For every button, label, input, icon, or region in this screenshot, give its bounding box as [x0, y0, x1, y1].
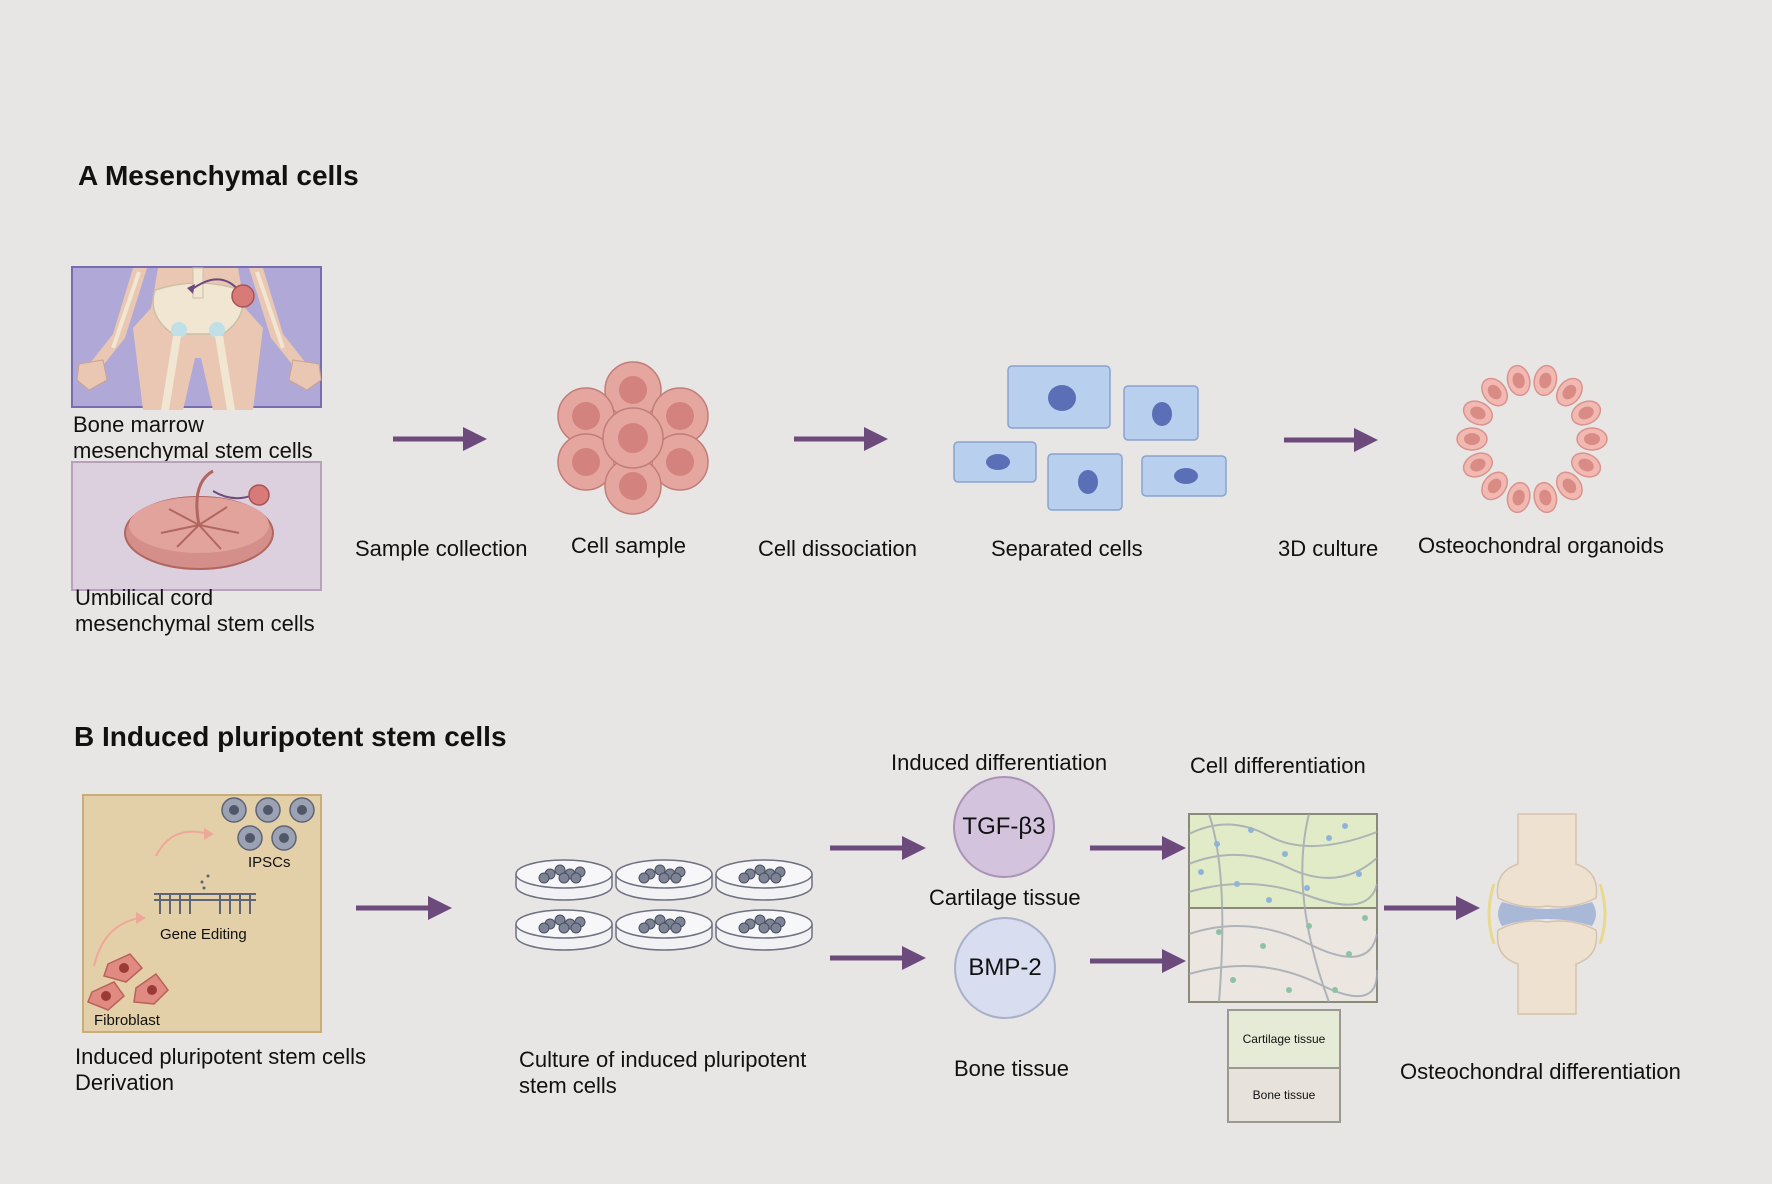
umbilical-label-line2: mesenchymal stem cells — [75, 611, 315, 636]
petri-dish — [615, 859, 713, 901]
bmp-2-label: BMP-2 — [968, 954, 1042, 981]
cell-sample-label: Cell sample — [571, 533, 686, 558]
umbilical-label-line1: Umbilical cord — [75, 585, 214, 610]
tgf-b3-label: TGF-β3 — [962, 813, 1046, 840]
organoid-nucleus — [1487, 384, 1502, 400]
organoid-nucleus — [1464, 433, 1480, 445]
organoid-nucleus — [1578, 406, 1594, 420]
induced-differentiation-label: Induced differentiation — [891, 750, 1108, 775]
arrow-icon — [1090, 949, 1186, 973]
cell-differentiation-label: Cell differentiation — [1190, 753, 1366, 778]
legend-bone-label: Bone tissue — [1252, 1088, 1316, 1102]
arrow-icon — [830, 946, 926, 970]
placenta-illustration — [124, 469, 274, 570]
joint-illustration — [1487, 813, 1607, 1015]
organoid-nucleus — [1539, 372, 1552, 389]
umbilical-cord-panel — [71, 461, 322, 591]
ipscs-label: IPSCs — [248, 854, 291, 871]
arrow-icon — [356, 896, 452, 920]
tissue-block — [1188, 813, 1379, 1003]
derivation-label-line1: Induced pluripotent stem cells — [75, 1044, 367, 1069]
arrow-icon — [1384, 896, 1480, 920]
bmp-2-circle: BMP-2 — [954, 917, 1056, 1019]
fibroblast-label: Fibroblast — [94, 1012, 160, 1029]
petri-dish — [715, 859, 813, 901]
petri-dishes — [515, 859, 813, 951]
legend-bone-swatch: Bone tissue — [1229, 1069, 1339, 1121]
organoid-nucleus — [1470, 458, 1486, 472]
bone-marrow-panel — [71, 266, 322, 410]
petri-dish — [515, 909, 613, 951]
arrow-icon — [393, 427, 487, 451]
organoid-nucleus — [1512, 372, 1525, 389]
organoid-nucleus — [1487, 478, 1502, 494]
bone-marrow-label-line2: mesenchymal stem cells — [73, 438, 313, 463]
separated-cells — [953, 365, 1227, 511]
petri-dish — [715, 909, 813, 951]
cell-dissociation-label: Cell dissociation — [758, 536, 917, 561]
bone-tissue-label: Bone tissue — [954, 1056, 1069, 1081]
separated-cells-label: Separated cells — [991, 536, 1143, 561]
osteochondral-organoids-label: Osteochondral organoids — [1418, 533, 1664, 558]
arrow-icon — [1284, 428, 1378, 452]
ipsc-derivation-panel: IPSCs Gene Editing Fibroblast — [82, 794, 322, 1033]
sample-collection-label: Sample collection — [355, 536, 528, 561]
organoid-nucleus — [1470, 406, 1486, 420]
ipsc-derivation-illustration — [87, 797, 315, 1011]
organoid-nucleus — [1584, 433, 1600, 445]
organoid-ring — [1456, 364, 1608, 514]
petri-dish — [615, 909, 713, 951]
bone-marrow-label-line1: Bone marrow — [73, 412, 204, 437]
tissue-legend: Cartilage tissue Bone tissue — [1227, 1009, 1341, 1123]
culture-label-line1: Culture of induced pluripotent — [519, 1047, 807, 1072]
skeleton-illustration — [76, 267, 322, 410]
organoid-nucleus — [1512, 489, 1525, 506]
legend-cartilage-swatch: Cartilage tissue — [1229, 1011, 1339, 1069]
cell-sample-cluster — [557, 361, 709, 515]
section-a-heading: A Mesenchymal cells — [78, 160, 359, 191]
organoid-nucleus — [1539, 489, 1552, 506]
arrow-icon — [830, 836, 926, 860]
derivation-label-line2: Derivation — [75, 1070, 175, 1095]
legend-cartilage-label: Cartilage tissue — [1242, 1032, 1326, 1046]
arrow-icon — [794, 427, 888, 451]
culture-label-line2: stem cells — [519, 1073, 617, 1098]
arrow-icon — [1090, 836, 1186, 860]
cartilage-tissue-label: Cartilage tissue — [929, 885, 1081, 910]
organoid-nucleus — [1578, 458, 1594, 472]
organoid-nucleus — [1562, 384, 1577, 400]
organoid-nucleus — [1562, 478, 1577, 494]
section-b-heading: B Induced pluripotent stem cells — [74, 721, 507, 752]
osteochondral-differentiation-label: Osteochondral differentiation — [1400, 1059, 1681, 1084]
gene-editing-label: Gene Editing — [160, 926, 247, 943]
3d-culture-label: 3D culture — [1278, 536, 1379, 561]
petri-dish — [515, 859, 613, 901]
tgf-b3-circle: TGF-β3 — [953, 776, 1055, 878]
